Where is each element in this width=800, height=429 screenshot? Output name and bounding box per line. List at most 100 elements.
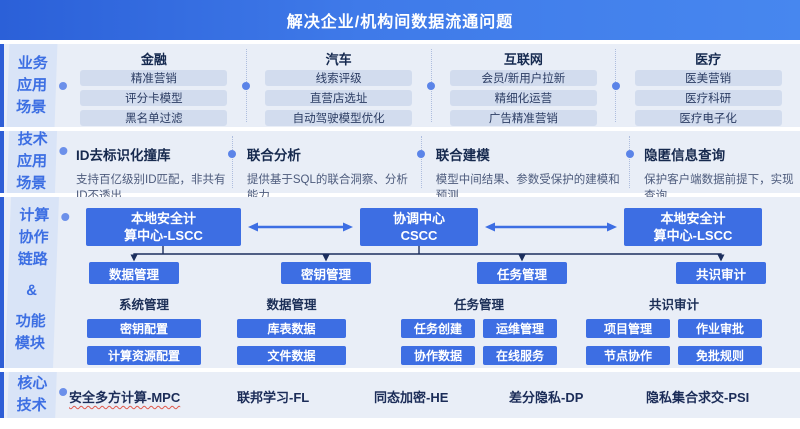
- tech-item-title: 联合分析: [246, 148, 301, 163]
- core-tech-area: 安全多方计算-MPC 联邦学习-FL 同态加密-HE 差分隐私-DP 隐私集合求…: [62, 372, 800, 418]
- sidebar-label-line: 核心: [17, 375, 48, 392]
- drop-arrowheads: [130, 254, 725, 262]
- band-business-scenarios: 业务 应用 场景 金融 精准营销 评分卡模型 黑名单过滤 ... 汽车 线索评级…: [0, 44, 800, 138]
- band-tech-scenarios: 技术 应用 场景 ID去标识化撞库 支持百亿级别ID匹配，非共有ID不透出 联合…: [0, 131, 800, 202]
- core-tech-item-mpc: 安全多方计算-MPC: [69, 390, 181, 405]
- tech-item-title: 联合建模: [435, 148, 490, 163]
- business-columns-area: 金融 精准营销 评分卡模型 黑名单过滤 ... 汽车 线索评级 直营店选址 自动…: [62, 44, 800, 138]
- node-label-line: 算中心-LSCC: [124, 228, 203, 243]
- sidebar-label-line: 场景: [15, 175, 47, 192]
- business-item-pill: 医美营销: [634, 70, 782, 86]
- module-pill: 密钥配置: [87, 319, 201, 338]
- business-column-finance: 金融 精准营销 评分卡模型 黑名单过滤 ...: [62, 44, 246, 138]
- core-tech-item-fl: 联邦学习-FL: [237, 390, 310, 405]
- group-title: 共识审计: [648, 298, 699, 312]
- mgmt-box-task: 任务管理: [477, 262, 567, 284]
- separator-dot: [242, 81, 251, 90]
- business-item-pill: 精准营销: [80, 70, 228, 86]
- column-title: 医疗: [695, 52, 722, 67]
- sidebar-label-line: 技术: [17, 131, 49, 148]
- module-group-system: 系统管理 密钥配置 计算资源配置: [87, 294, 201, 365]
- module-pill: 文件数据: [237, 346, 346, 365]
- mgmt-box-key: 密钥管理: [281, 262, 371, 284]
- business-item-pill: 自动驾驶模型优化: [265, 110, 413, 126]
- double-arrow-left: [248, 222, 353, 232]
- tech-items-area: ID去标识化撞库 支持百亿级别ID匹配，非共有ID不透出 联合分析 提供基于SQ…: [62, 131, 800, 202]
- business-column-auto: 汽车 线索评级 直营店选址 自动驾驶模型优化 ...: [247, 44, 431, 138]
- module-pill: 计算资源配置: [87, 346, 201, 365]
- node-label-line: 本地安全计: [660, 211, 726, 226]
- business-item-pill: 医疗科研: [634, 90, 782, 106]
- module-pill: 项目管理: [586, 319, 670, 338]
- core-tech-item-he: 同态加密-HE: [374, 390, 449, 405]
- tech-item-joint-modeling: 联合建模 模型中间结果、参数受保护的建模和预测: [422, 131, 629, 202]
- sidebar-label-line: 场景: [15, 98, 47, 116]
- node-label-line: 算中心-LSCC: [653, 228, 733, 243]
- sidebar-label-line: &: [26, 282, 38, 299]
- column-separator: [611, 49, 620, 122]
- business-item-pill: 精细化运营: [449, 90, 597, 106]
- column-title: 互联网: [503, 52, 543, 67]
- double-arrow-right: [485, 222, 617, 232]
- module-pill: 作业审批: [678, 319, 762, 338]
- module-pill: 协作数据: [401, 346, 475, 365]
- header-bar: 解决企业/机构间数据流通问题: [0, 0, 800, 40]
- module-pill: 任务创建: [401, 319, 475, 338]
- page-title: 解决企业/机构间数据流通问题: [286, 14, 514, 31]
- tech-item-joint-analysis: 联合分析 提供基于SQL的联合洞察、分析能力: [233, 131, 421, 202]
- sidebar-label-line: 模块: [14, 335, 46, 352]
- column-separator: [625, 136, 634, 188]
- sidebar-label-line: 应用: [16, 76, 48, 94]
- column-separator: [417, 136, 426, 188]
- sidebar-label-line: 链路: [17, 251, 49, 268]
- business-item-pill: 黑名单过滤: [80, 110, 228, 126]
- sidebar-tech-scenarios: 技术 应用 场景: [6, 131, 68, 193]
- module-group-task: 任务管理 任务创建 运维管理 协作数据 在线服务: [401, 294, 557, 365]
- separator-dot: [427, 81, 435, 90]
- module-pill: 免批规则: [678, 346, 762, 365]
- module-pill: 在线服务: [483, 346, 557, 365]
- node-lscc-left: 本地安全计 算中心-LSCC: [86, 208, 241, 246]
- separator-dot: [611, 81, 620, 90]
- business-item-pill: 广告精准营销: [449, 110, 597, 126]
- business-column-medical: 医疗 医美营销 医疗科研 医疗电子化 ...: [616, 44, 800, 138]
- group-title: 系统管理: [118, 298, 169, 312]
- module-group-audit: 共识审计 项目管理 作业审批 节点协作 免批规则: [586, 294, 762, 365]
- business-item-pill: 线索评级: [265, 70, 413, 86]
- bus-connector: [133, 246, 722, 255]
- business-item-pill: 直营店选址: [265, 90, 413, 106]
- core-tech-item-psi: 隐私集合求交-PSI: [646, 390, 750, 405]
- band-core-tech: 核心 技术 安全多方计算-MPC 联邦学习-FL 同态加密-HE 差分隐私-DP…: [0, 372, 800, 418]
- node-label-line: 协调中心: [392, 211, 445, 226]
- sidebar-business-scenarios: 业务 应用 场景: [6, 44, 68, 127]
- group-title: 任务管理: [453, 298, 504, 312]
- business-item-pill: 医疗电子化: [634, 110, 782, 126]
- module-group-data: 数据管理 库表数据 文件数据: [237, 294, 346, 365]
- left-edge-strip: [0, 44, 4, 127]
- separator-dot: [228, 150, 237, 158]
- sidebar-label-line: 业务: [17, 54, 49, 72]
- tech-item-private-query: 隐匿信息查询 保护客户端数据前提下，实现查询: [630, 131, 800, 202]
- collab-diagram-area: 本地安全计 算中心-LSCC 协调中心 CSCC 本地安全计 算中心-LSCC …: [62, 197, 800, 368]
- node-label-line: 本地安全计: [130, 211, 196, 226]
- module-pill: 节点协作: [586, 346, 670, 365]
- band-collab-modules: 计算 协作 链路 & 功能 模块: [0, 197, 800, 368]
- separator-dot: [417, 150, 426, 158]
- group-title: 数据管理: [266, 298, 317, 312]
- business-column-internet: 互联网 会员/新用户拉新 精细化运营 广告精准营销 ...: [432, 44, 616, 138]
- column-separator: [242, 49, 251, 122]
- separator-dot: [625, 150, 634, 158]
- node-cscc: 协调中心 CSCC: [360, 208, 478, 246]
- column-separator: [228, 136, 237, 188]
- module-pill: 运维管理: [483, 319, 557, 338]
- tech-item-title: ID去标识化撞库: [76, 148, 171, 163]
- sidebar-collab-modules: 计算 协作 链路 & 功能 模块: [5, 197, 70, 368]
- sidebar-label-line: 应用: [16, 153, 48, 170]
- node-lscc-right: 本地安全计 算中心-LSCC: [624, 208, 762, 246]
- left-edge-strip: [0, 131, 4, 193]
- sidebar-label-line: 功能: [15, 313, 46, 330]
- sidebar-label-line: 协作: [18, 229, 49, 246]
- business-item-pill: 评分卡模型: [80, 90, 228, 106]
- sidebar-label-line: 计算: [19, 207, 50, 224]
